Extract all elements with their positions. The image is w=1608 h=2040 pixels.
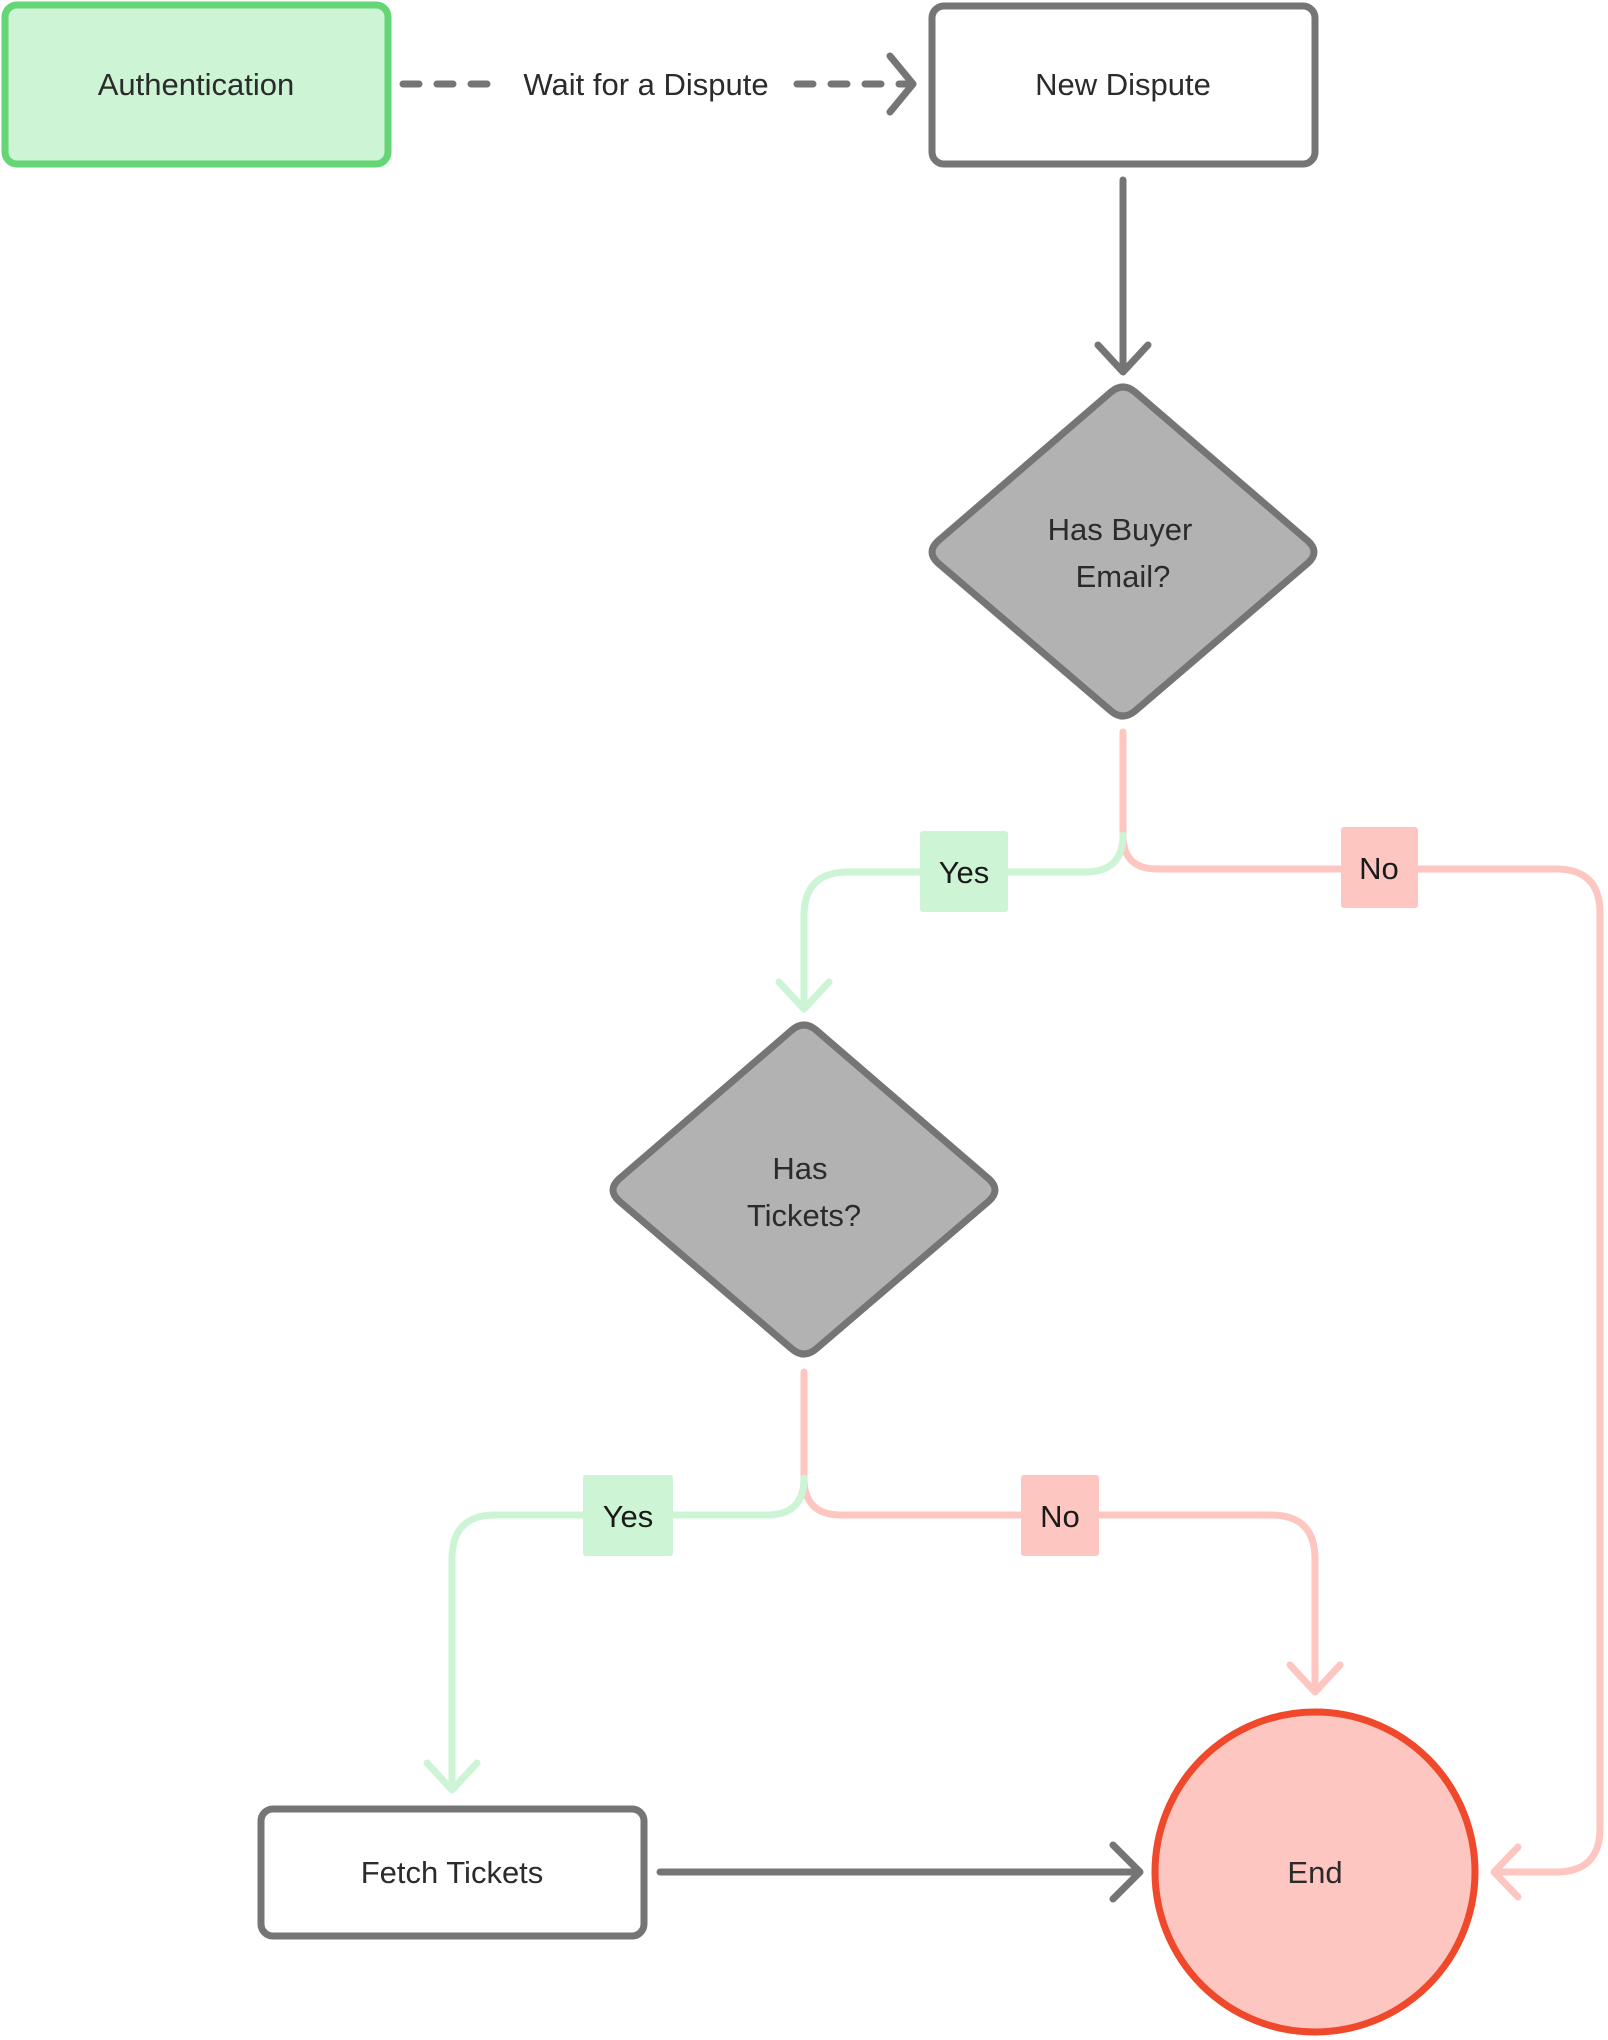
edge-label-no-1[interactable]: No: [1341, 827, 1418, 908]
start-box: [1, 1, 392, 168]
decision-diamond: [609, 1021, 999, 1358]
edge-label-no-2[interactable]: No: [1021, 1475, 1099, 1556]
arrowhead-icon: [423, 1759, 481, 1794]
edge-label-wait-for-dispute: Wait for a Dispute: [523, 67, 768, 102]
yes-label-text: Yes: [603, 1499, 654, 1534]
arrowhead-icon: [1094, 341, 1152, 376]
edge-fetch-tickets-to-end: [656, 1841, 1144, 1903]
decision-diamond: [928, 383, 1318, 720]
node-label-line-1: Has Buyer: [1048, 512, 1193, 547]
process-box: [928, 2, 1319, 168]
connector-line: [448, 1474, 808, 1791]
no-badge: [1341, 827, 1418, 908]
node-label: End: [1287, 1855, 1342, 1890]
node-authentication[interactable]: Authentication: [1, 1, 392, 168]
edge-authentication-to-new-dispute: Wait for a Dispute: [399, 52, 917, 116]
node-new-dispute[interactable]: New Dispute: [928, 2, 1319, 168]
arrowhead-icon: [1490, 1843, 1522, 1901]
node-label: New Dispute: [1035, 67, 1211, 102]
yes-badge: [583, 1475, 673, 1556]
terminal-circle: [1151, 1708, 1479, 2036]
arrowhead-icon: [1286, 1661, 1344, 1696]
edge-has-buyer-email-yes: [775, 831, 1127, 1013]
edge-new-dispute-to-has-buyer-email: [1094, 176, 1152, 376]
edge-label-yes-2[interactable]: Yes: [583, 1475, 673, 1556]
connector-line: [1119, 728, 1604, 1876]
node-label: Authentication: [98, 67, 294, 102]
process-box: [257, 1805, 648, 1940]
edge-has-buyer-email-no: [1119, 728, 1604, 1901]
node-has-buyer-email[interactable]: Has Buyer Email?: [928, 383, 1318, 720]
no-label-text: No: [1359, 851, 1399, 886]
arrowhead-icon: [886, 52, 917, 116]
edge-label-yes-1[interactable]: Yes: [920, 831, 1008, 912]
edge-has-tickets-yes: [423, 1474, 808, 1794]
node-label-line-2: Tickets?: [747, 1198, 861, 1233]
node-label-line-2: Email?: [1076, 559, 1171, 594]
yes-label-text: Yes: [939, 855, 990, 890]
connector-line: [800, 831, 1127, 1009]
node-label: Fetch Tickets: [361, 1855, 544, 1890]
yes-badge: [920, 831, 1008, 912]
node-has-tickets[interactable]: Has Tickets?: [609, 1021, 999, 1358]
node-label-line-1: Has: [772, 1151, 827, 1186]
arrowhead-icon: [775, 978, 833, 1013]
no-label-text: No: [1040, 1499, 1080, 1534]
node-fetch-tickets[interactable]: Fetch Tickets: [257, 1805, 648, 1940]
no-badge: [1021, 1475, 1099, 1556]
node-end[interactable]: End: [1151, 1708, 1479, 2036]
arrowhead-icon: [1109, 1841, 1144, 1903]
